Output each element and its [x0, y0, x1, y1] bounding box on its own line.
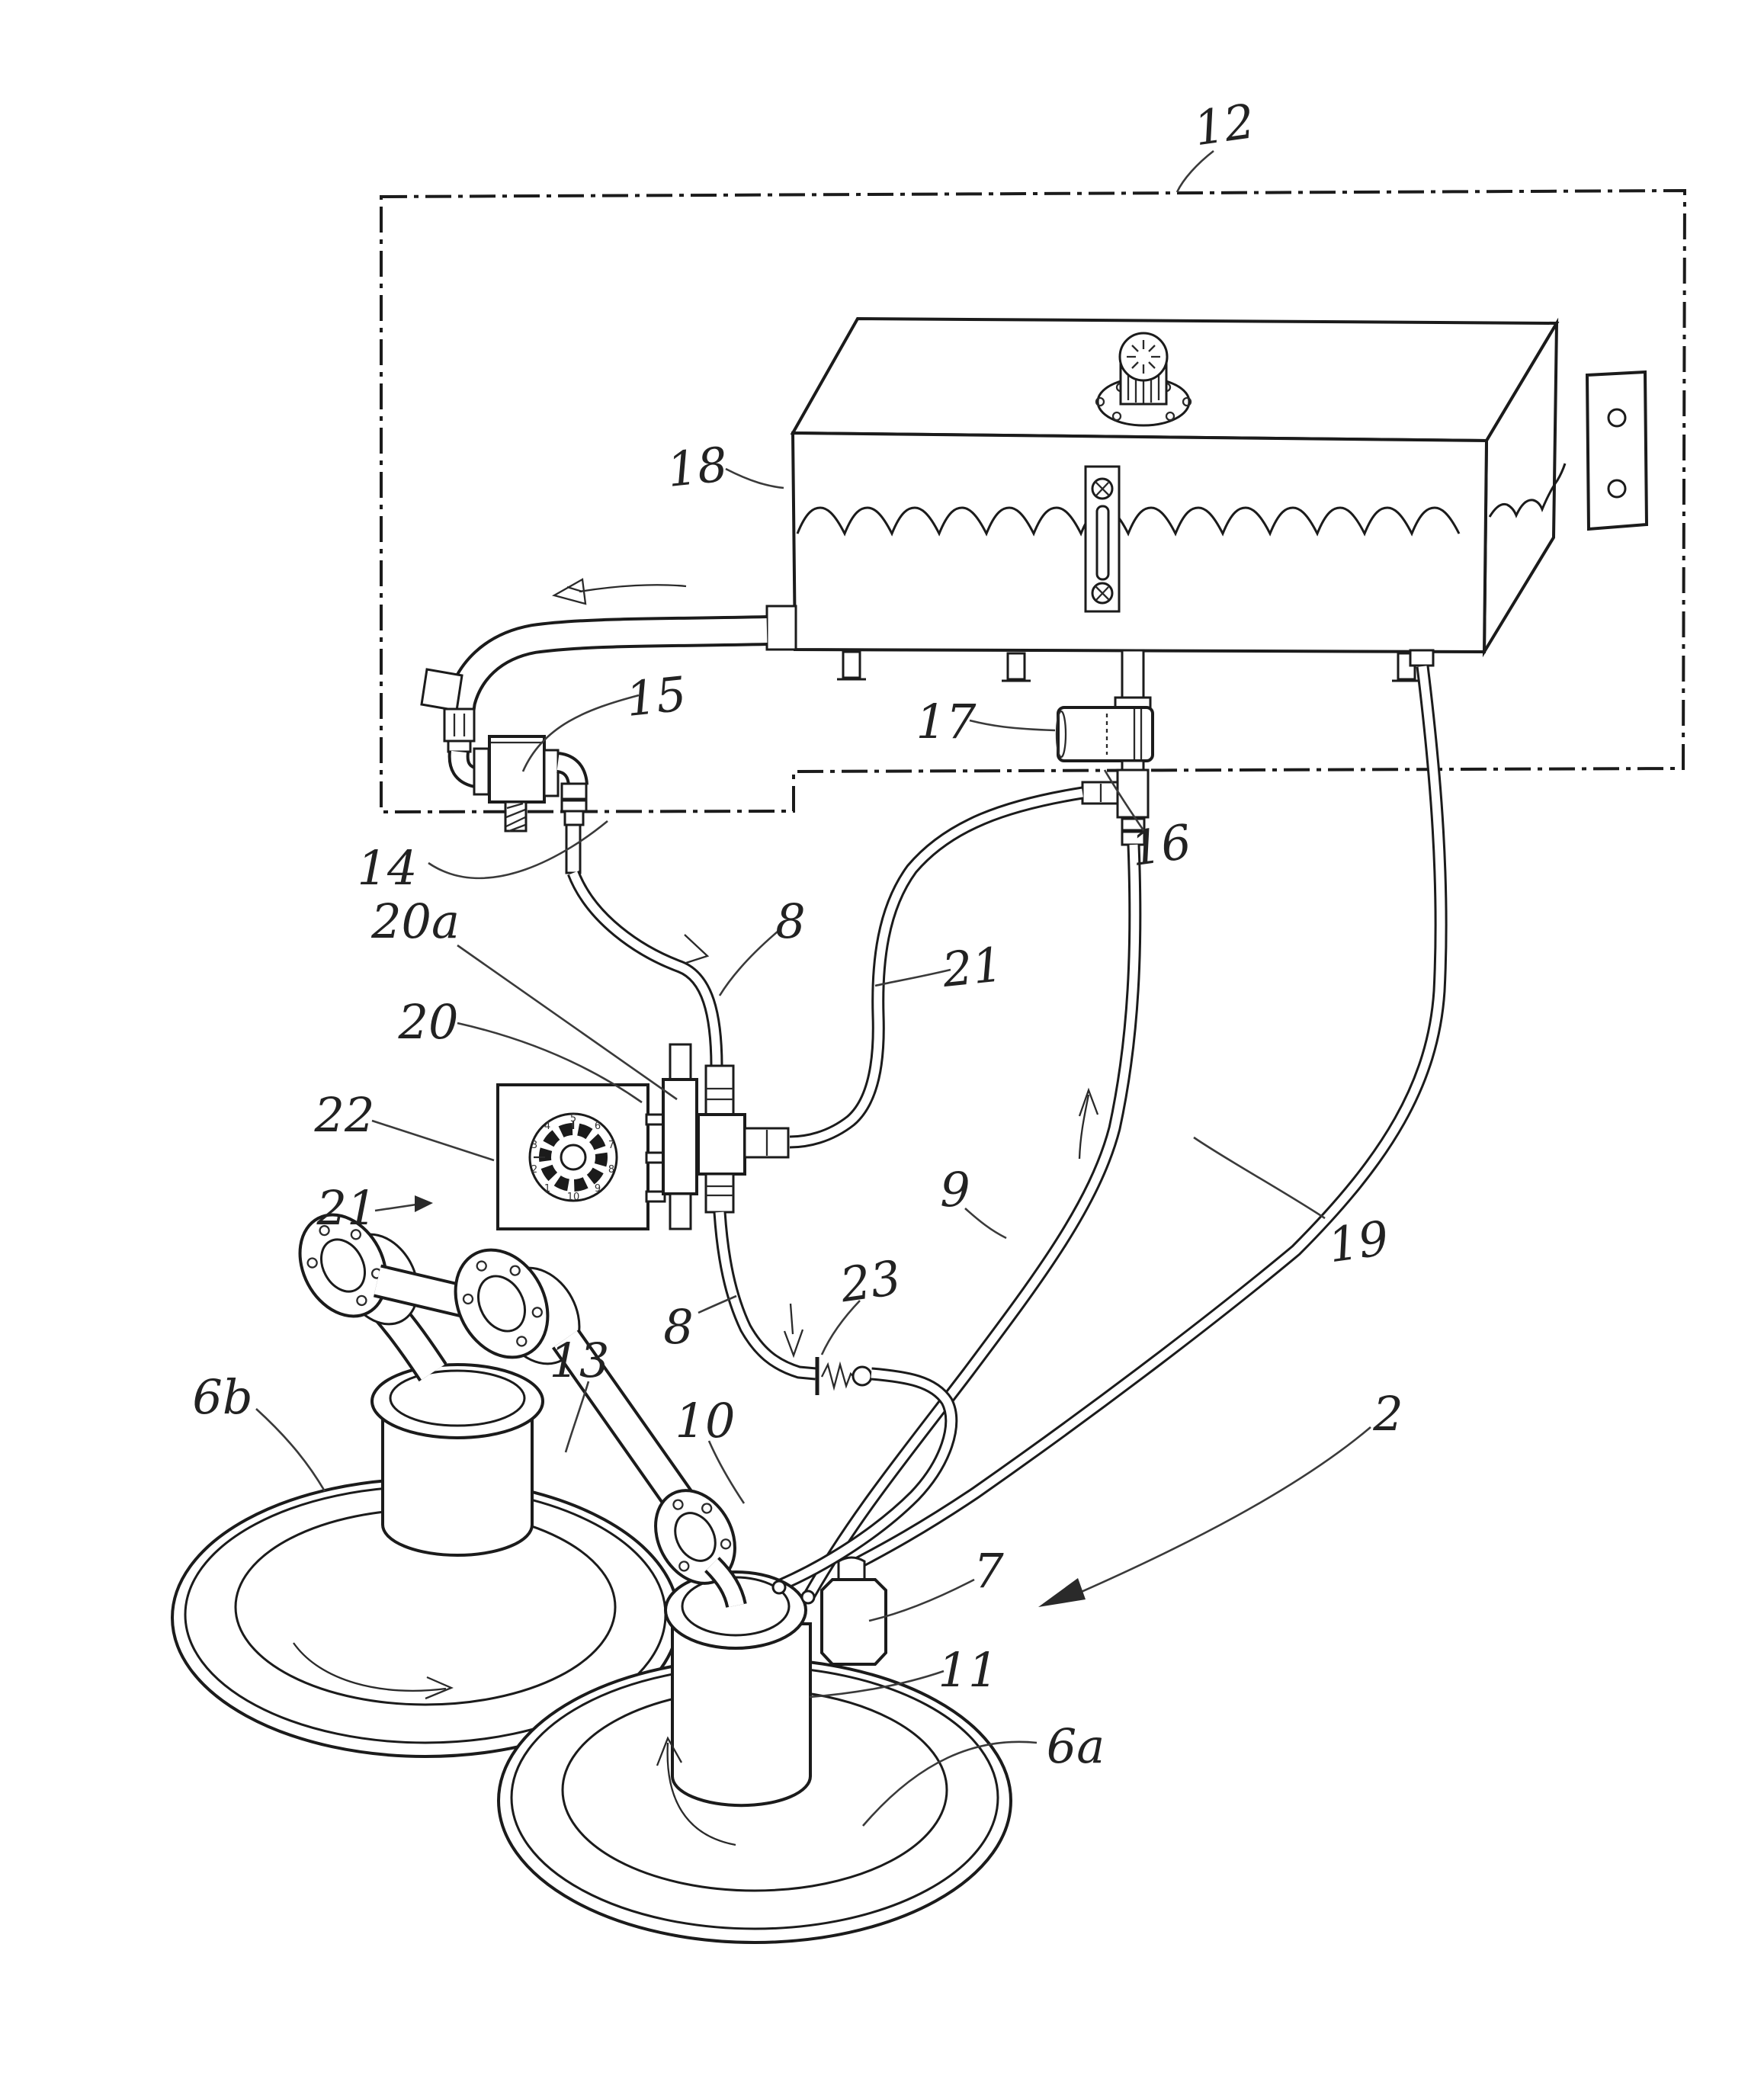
ref-label-16: 16 [1127, 813, 1195, 877]
tube9-nozzle [802, 1591, 814, 1603]
tank-outlet-19 [1410, 650, 1433, 666]
coil-collar [448, 741, 470, 752]
ref-label-15: 15 [624, 666, 689, 727]
ref-label-6b: 6b [192, 1369, 252, 1425]
ref-label-19: 19 [1325, 1210, 1392, 1273]
ref-label-2: 2 [1372, 1386, 1403, 1442]
tee-bottom-fitting [706, 1174, 733, 1212]
ref-label-9: 9 [940, 1162, 970, 1217]
dial-number-10: 10 [567, 1192, 580, 1203]
dial-number-4: 4 [544, 1121, 550, 1132]
box-7-top-knob [839, 1557, 864, 1580]
tank-bottom-outlet [1122, 650, 1143, 699]
tee-top-fitting [706, 1066, 733, 1115]
ref-label-21-left: 21 [316, 1180, 377, 1236]
ref-label-13: 13 [550, 1333, 610, 1388]
tank-top-face [793, 319, 1557, 441]
dial-number-1: 1 [544, 1183, 550, 1195]
cylinder-6b-head [372, 1365, 543, 1555]
valve-coil [444, 709, 474, 741]
ref-label-21-right: 21 [939, 936, 1005, 998]
ref-label-11: 11 [938, 1642, 999, 1698]
ref-label-12: 12 [1191, 93, 1258, 156]
dial-number-5: 5 [570, 1113, 576, 1124]
ref-label-7: 7 [973, 1543, 1004, 1599]
valve-body [489, 736, 544, 802]
ref-label-10: 10 [675, 1393, 736, 1448]
valve-right-flange [544, 750, 558, 796]
dial-number-9: 9 [595, 1183, 601, 1195]
valve-left-flange [474, 749, 489, 794]
sight-glass [1086, 467, 1119, 611]
tank-front-face [793, 433, 1487, 652]
ref-label-6a: 6a [1047, 1718, 1105, 1774]
cylinder-10 [672, 1624, 810, 1805]
dial-center [561, 1145, 585, 1169]
dial-number-8: 8 [608, 1164, 614, 1176]
ref-label-20a: 20a [370, 893, 460, 949]
body-bottom-tube [670, 1194, 691, 1229]
ref-label-8-lower: 8 [663, 1299, 693, 1355]
mounting-bracket [1587, 372, 1647, 529]
valve-17 [1057, 707, 1153, 761]
valve-bottom-stub [505, 802, 526, 831]
dial-number-7: 7 [608, 1140, 614, 1151]
tube8-nozzle [773, 1581, 785, 1593]
ref-label-22: 22 [314, 1087, 375, 1143]
dial-number-2: 2 [531, 1164, 537, 1176]
tank-left-outlet [767, 606, 796, 650]
dial-number-3: 3 [531, 1140, 537, 1151]
dial-number-6: 6 [595, 1121, 601, 1132]
tee-block-20 [698, 1115, 745, 1174]
ref-label-18: 18 [665, 436, 730, 498]
ref-label-8-upper: 8 [775, 893, 805, 949]
body-top-tube [670, 1044, 691, 1081]
dosing-body-20a [663, 1079, 697, 1194]
ref-label-14: 14 [358, 840, 418, 896]
line-fitting [422, 669, 462, 711]
ref-label-17: 17 [916, 694, 977, 749]
ref-label-20: 20 [398, 994, 459, 1050]
ref-label-23: 23 [836, 1250, 904, 1313]
